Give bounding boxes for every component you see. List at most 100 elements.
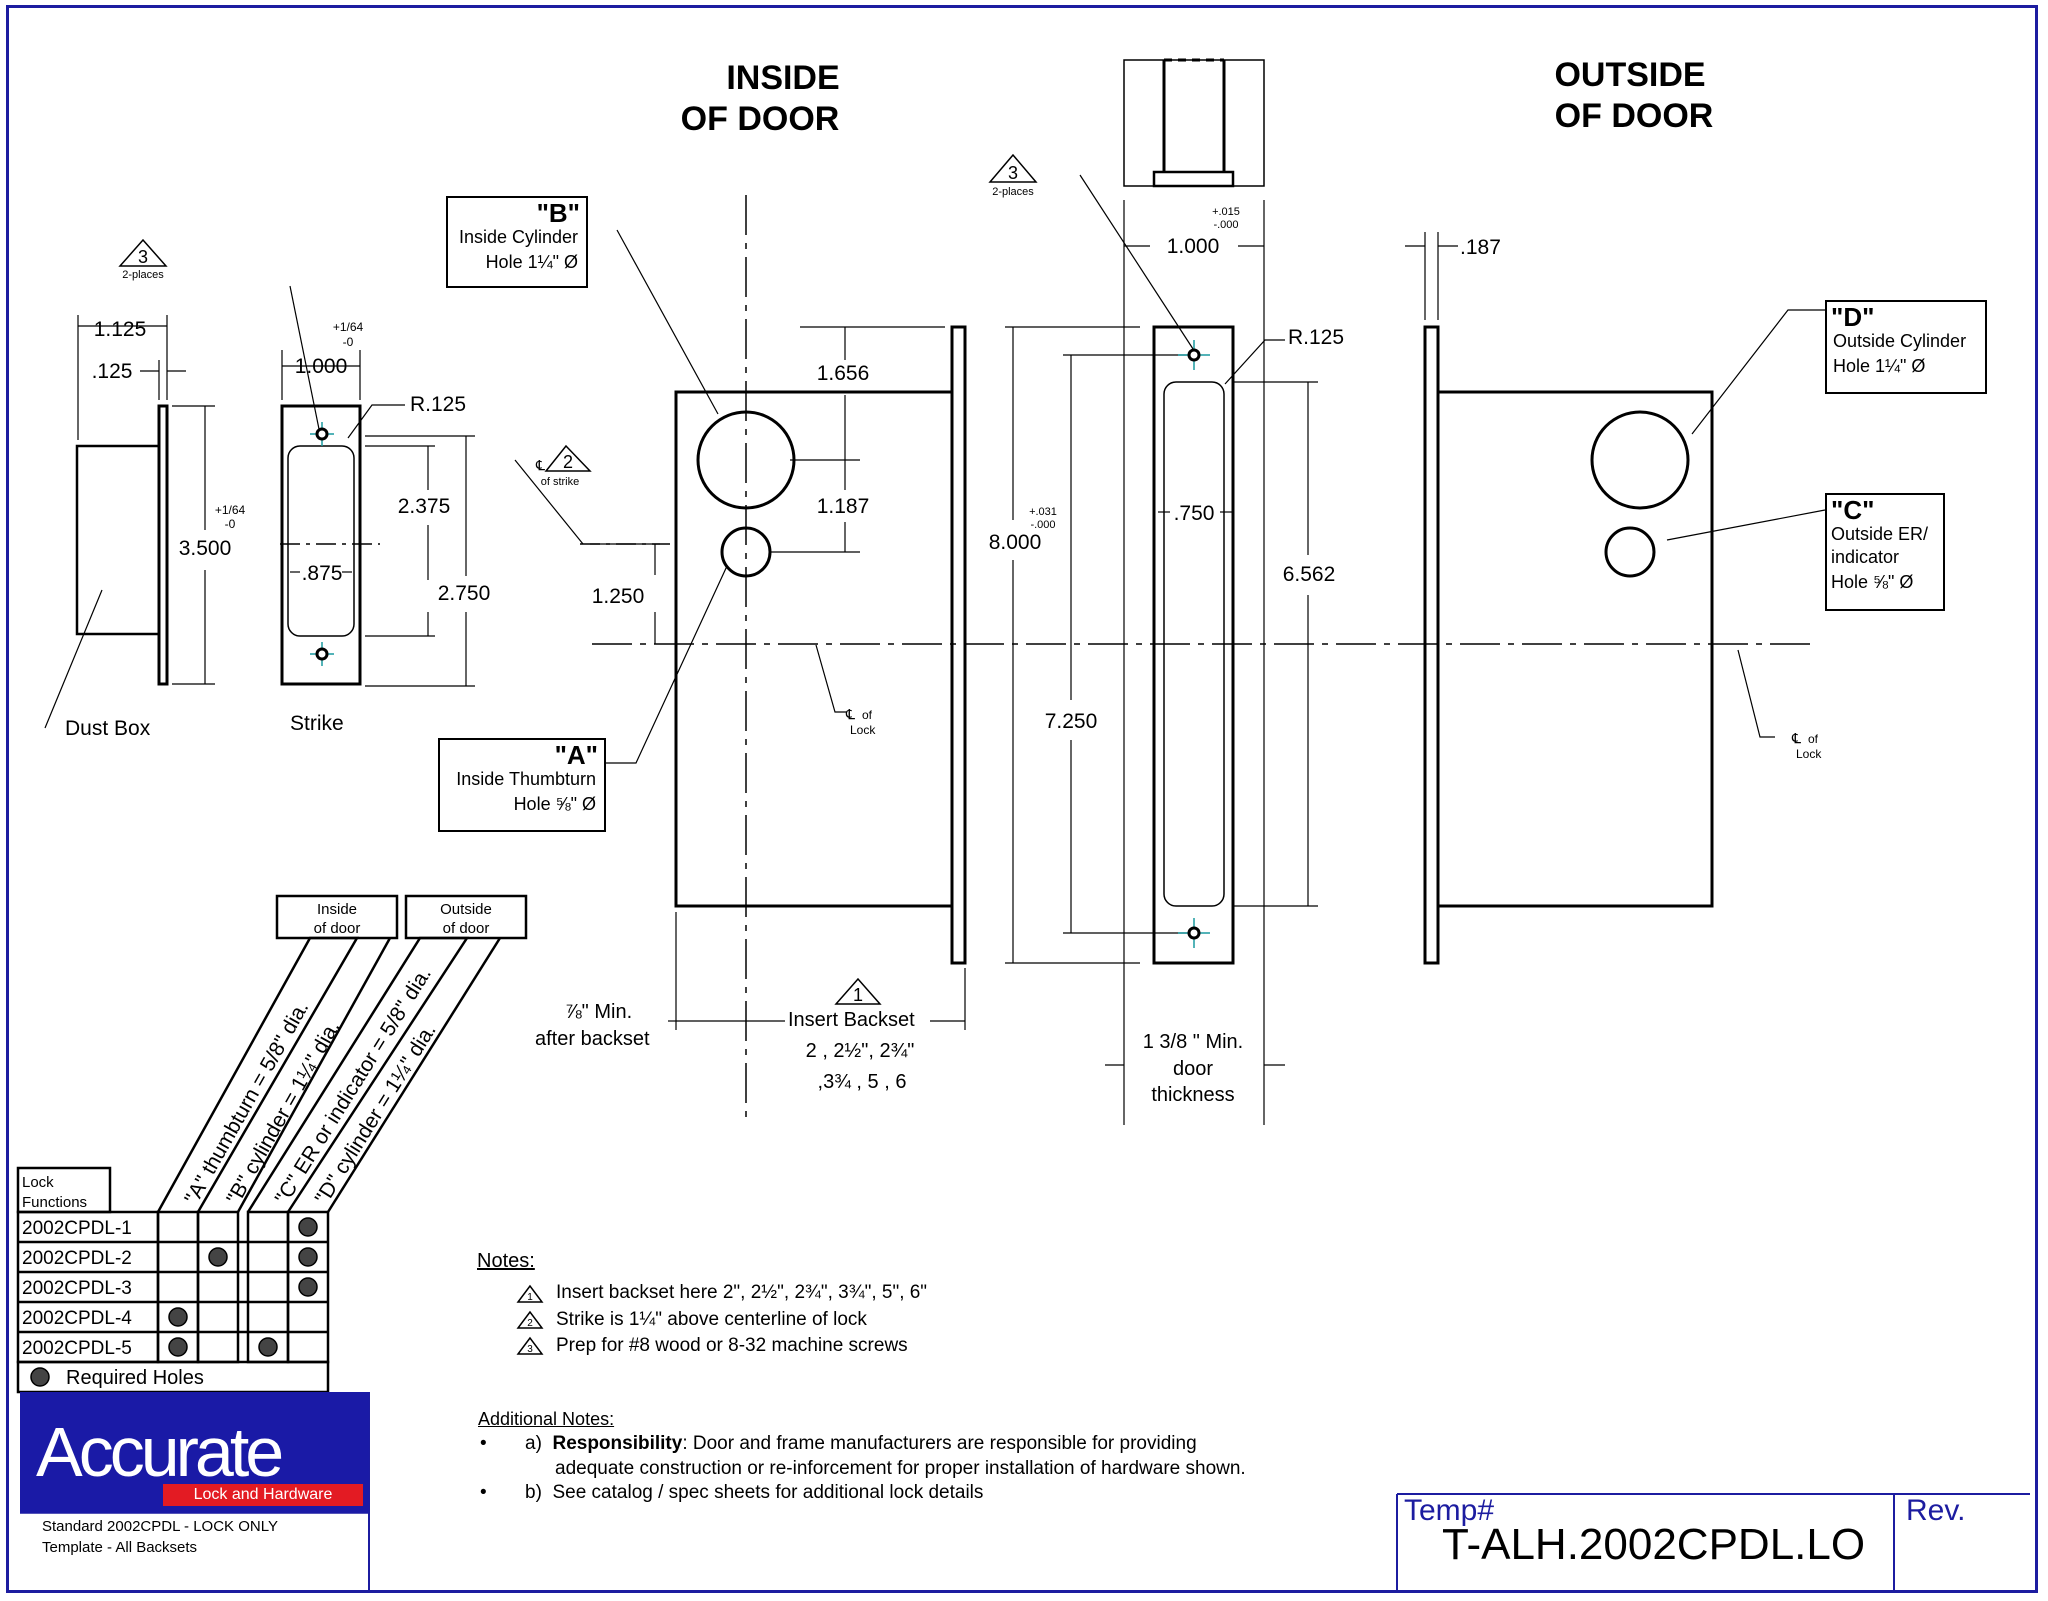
- tolerance: -0: [343, 335, 354, 349]
- note-num: 2: [527, 1318, 533, 1329]
- note-text: adequate construction or re-inforcement …: [555, 1458, 1246, 1479]
- required-hole-dot: [168, 1307, 188, 1327]
- required-hole-dot: [298, 1247, 318, 1267]
- lock-function-name: 2002CPDL-1: [22, 1218, 132, 1239]
- callout-text: Hole ⅝" Ø: [1831, 572, 1914, 592]
- callout-text: Outside Cylinder: [1833, 331, 1967, 351]
- inside-door-box: of door: [314, 920, 361, 937]
- note-text: See catalog / spec sheets for additional…: [552, 1482, 984, 1503]
- lock-table-header: Functions: [22, 1194, 87, 1211]
- dim-1250: 1.250: [592, 585, 645, 608]
- triangle-label: 3: [138, 247, 148, 267]
- lock-function-name: 2002CPDL-2: [22, 1248, 132, 1269]
- backset-values: ,3¾ , 5 , 6: [818, 1071, 907, 1093]
- cl-lock-label: of: [862, 708, 873, 722]
- faceplate: [1152, 325, 1235, 965]
- tolerance: +.031: [1029, 506, 1057, 518]
- notes-title: Notes:: [477, 1250, 535, 1272]
- template-caption: Standard 2002CPDL - LOCK ONLY: [42, 1518, 278, 1535]
- triangle-1-icon: [516, 1284, 544, 1303]
- drawing-border: [6, 5, 2038, 1593]
- lock-function-name: 2002CPDL-3: [22, 1278, 132, 1299]
- note-bold: Responsibility: [552, 1433, 683, 1454]
- lock-function-name: 2002CPDL-5: [22, 1338, 132, 1359]
- centerline-symbol: ℄: [535, 457, 545, 473]
- note-item: Insert backset here 2", 2½", 2¾", 3¾", 5…: [556, 1282, 928, 1303]
- legend-label: Required Holes: [66, 1367, 204, 1389]
- dim-2750: 2.750: [438, 582, 491, 605]
- door-min-label: 1 3/8 " Min.: [1143, 1031, 1243, 1053]
- callout-letter: "C": [1831, 495, 1875, 525]
- note-prefix: a): [525, 1433, 542, 1454]
- callout-letter: "A": [554, 740, 598, 770]
- screw-icon: [1187, 926, 1201, 940]
- cl-lock-label: Lock: [850, 723, 876, 737]
- outside-door-box: of door: [443, 920, 490, 937]
- note-prefix: b): [525, 1482, 542, 1503]
- backset-values: 2 , 2½", 2¾": [806, 1040, 915, 1062]
- triangle-3-icon: [988, 153, 1038, 183]
- dim-8000: 8.000: [989, 531, 1042, 554]
- tolerance: -.000: [1213, 219, 1238, 231]
- inside-heading-1: INSIDE: [726, 59, 839, 97]
- dim-1656: 1.656: [817, 362, 870, 385]
- min-78-label: ⅞" Min.: [565, 1001, 632, 1023]
- additional-note-a: a) Responsibility: Door and frame manufa…: [525, 1433, 1197, 1455]
- callout-text: Hole ⅝" Ø: [513, 794, 596, 814]
- callout-text: Hole 1¼" Ø: [485, 252, 578, 272]
- callout-letter: "B": [536, 198, 580, 228]
- tolerance: -0: [225, 517, 236, 531]
- dim-3500: 3.500: [179, 537, 232, 560]
- door-label: door: [1173, 1058, 1213, 1080]
- strike-plate: [280, 404, 362, 686]
- two-places-label: 2-places: [122, 269, 164, 281]
- two-places-label: 2-places: [992, 186, 1034, 198]
- screw-icon: [1187, 348, 1201, 362]
- callout-text: Outside ER/: [1831, 524, 1929, 544]
- lock-function-table: [16, 894, 528, 1394]
- inside-heading-2: OF DOOR: [681, 100, 840, 138]
- callout-b: "B" Inside Cylinder Hole 1¼" Ø: [446, 196, 588, 288]
- cl-strike-label: of strike: [541, 476, 580, 488]
- centerline-symbol: ℄: [845, 706, 855, 722]
- outside-door-box: Outside: [440, 901, 492, 918]
- triangle-label: 1: [853, 985, 863, 1005]
- dim-1000: 1.000: [295, 355, 348, 378]
- triangle-label: 3: [1008, 163, 1018, 183]
- required-hole-dot: [298, 1217, 318, 1237]
- bullet: •: [480, 1482, 487, 1503]
- triangle-label: 2: [563, 452, 573, 472]
- callout-text: indicator: [1831, 547, 1900, 567]
- temp-number: T-ALH.2002CPDL.LO: [1442, 1520, 1866, 1569]
- note-item: Prep for #8 wood or 8-32 machine screws: [556, 1335, 908, 1356]
- faceplate-edge-view: [1123, 58, 1265, 188]
- screw-icon: [315, 647, 329, 661]
- note-text: : Door and frame manufacturers are respo…: [682, 1433, 1197, 1454]
- callout-text: Inside Cylinder: [458, 227, 578, 247]
- tolerance: +.015: [1212, 206, 1240, 218]
- callout-text: Hole 1¼" Ø: [1833, 356, 1926, 376]
- callout-c: "C" Outside ER/ indicator Hole ⅝" Ø: [1825, 493, 1945, 611]
- dim-750: .750: [1174, 502, 1215, 525]
- outside-cylinder-hole: [1590, 410, 1690, 510]
- required-hole-dot: [298, 1277, 318, 1297]
- required-hole-dot: [168, 1337, 188, 1357]
- inside-door-box: Inside: [317, 901, 357, 918]
- bullet: •: [480, 1433, 487, 1454]
- required-hole-icon: [30, 1367, 50, 1387]
- additional-notes-title: Additional Notes:: [478, 1409, 615, 1429]
- dim-r125: R.125: [1288, 326, 1344, 349]
- logo-tagline: Lock and Hardware: [163, 1484, 363, 1506]
- logo-word: Accurate: [36, 1413, 284, 1491]
- accurate-logo: Accurate Lock and Hardware: [20, 1392, 369, 1513]
- dim-125: .125: [92, 360, 133, 383]
- outside-heading-2: OF DOOR: [1555, 97, 1714, 135]
- triangle-1-icon: [834, 977, 882, 1005]
- dim-6562: 6.562: [1283, 563, 1336, 586]
- dim-2375: 2.375: [398, 495, 451, 518]
- outside-er-hole: [1604, 526, 1656, 578]
- additional-note-b: b) See catalog / spec sheets for additio…: [525, 1482, 983, 1504]
- rev-label: Rev.: [1906, 1494, 1966, 1527]
- dim-r125: R.125: [410, 393, 466, 416]
